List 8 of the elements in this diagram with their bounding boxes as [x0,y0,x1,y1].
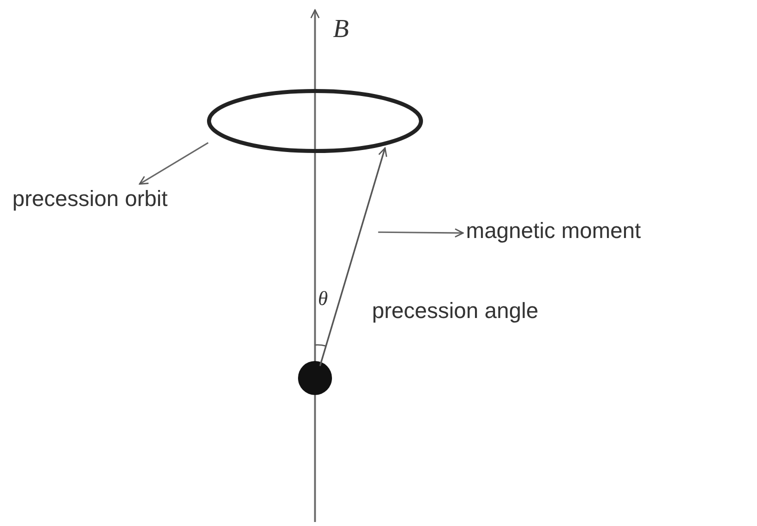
orbit-ellipse [206,88,424,154]
callout-text: precession orbit [10,184,170,264]
leader-arrow [138,142,209,185]
axis-label: B [333,14,349,44]
annotation-text: precession angle [372,297,538,325]
leader-arrow [378,228,464,238]
angle-symbol: θ [318,287,328,312]
callout-text: magnetic moment [466,216,756,250]
